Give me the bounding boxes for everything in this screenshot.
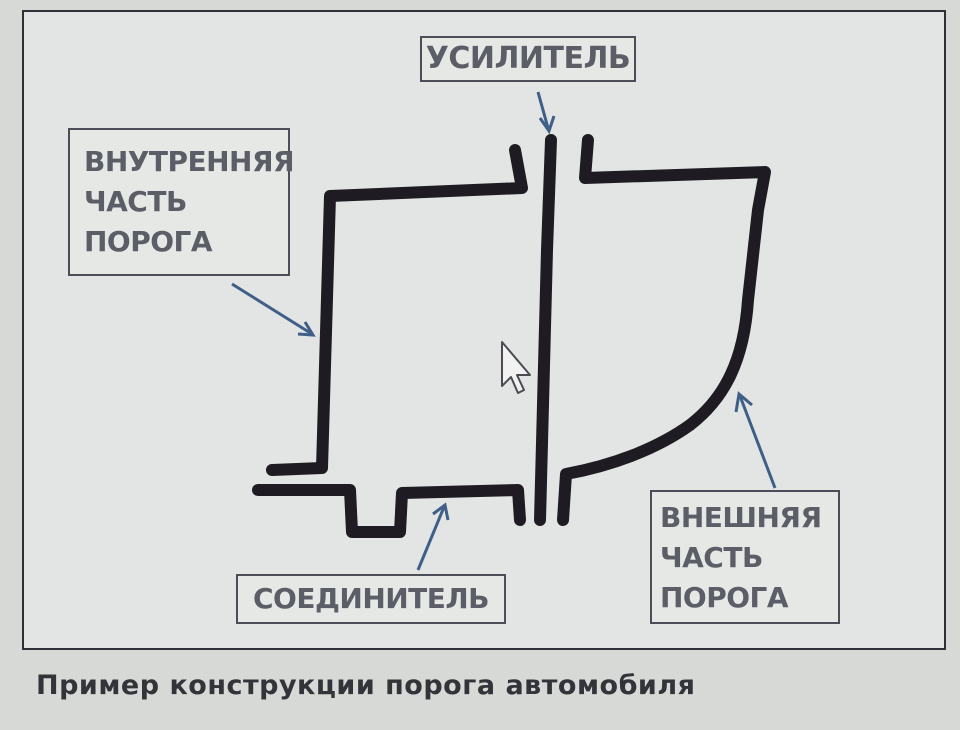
label-reinforcer-text: УСИЛИТЕЛЬ [425, 41, 631, 76]
label-inner-line-1: ВНУТРЕННЯЯ [84, 145, 295, 178]
label-inner-line-3: ПОРОГА [84, 225, 213, 258]
outer-sill-profile [557, 134, 771, 526]
cursor-arrow-icon [501, 341, 531, 394]
label-reinforcer: УСИЛИТЕЛЬ [420, 36, 636, 82]
label-connector-text: СОЕДИНИТЕЛЬ [252, 582, 490, 615]
label-outer-sill: ВНЕШНЯЯ ЧАСТЬ ПОРОГА [650, 490, 840, 624]
reinforcer-profile [534, 134, 557, 526]
label-inner-line-2: ЧАСТЬ [84, 185, 187, 218]
label-outer-line-1: ВНЕШНЯЯ [660, 501, 822, 534]
label-inner-sill: ВНУТРЕННЯЯ ЧАСТЬ ПОРОГА [68, 128, 295, 276]
inner-sill-profile [266, 144, 528, 476]
label-outer-line-2: ЧАСТЬ [660, 541, 763, 574]
arrow-connector [416, 502, 450, 571]
label-connector: СОЕДИНИТЕЛЬ [236, 574, 506, 624]
connector-profile [252, 484, 526, 538]
diagram-caption: Пример конструкции порога автомобиля [36, 670, 696, 701]
arrow-outer-sill [734, 391, 777, 489]
arrow-reinforcer [536, 91, 556, 135]
arrow-inner-sill [231, 282, 316, 337]
label-outer-line-3: ПОРОГА [660, 581, 789, 614]
